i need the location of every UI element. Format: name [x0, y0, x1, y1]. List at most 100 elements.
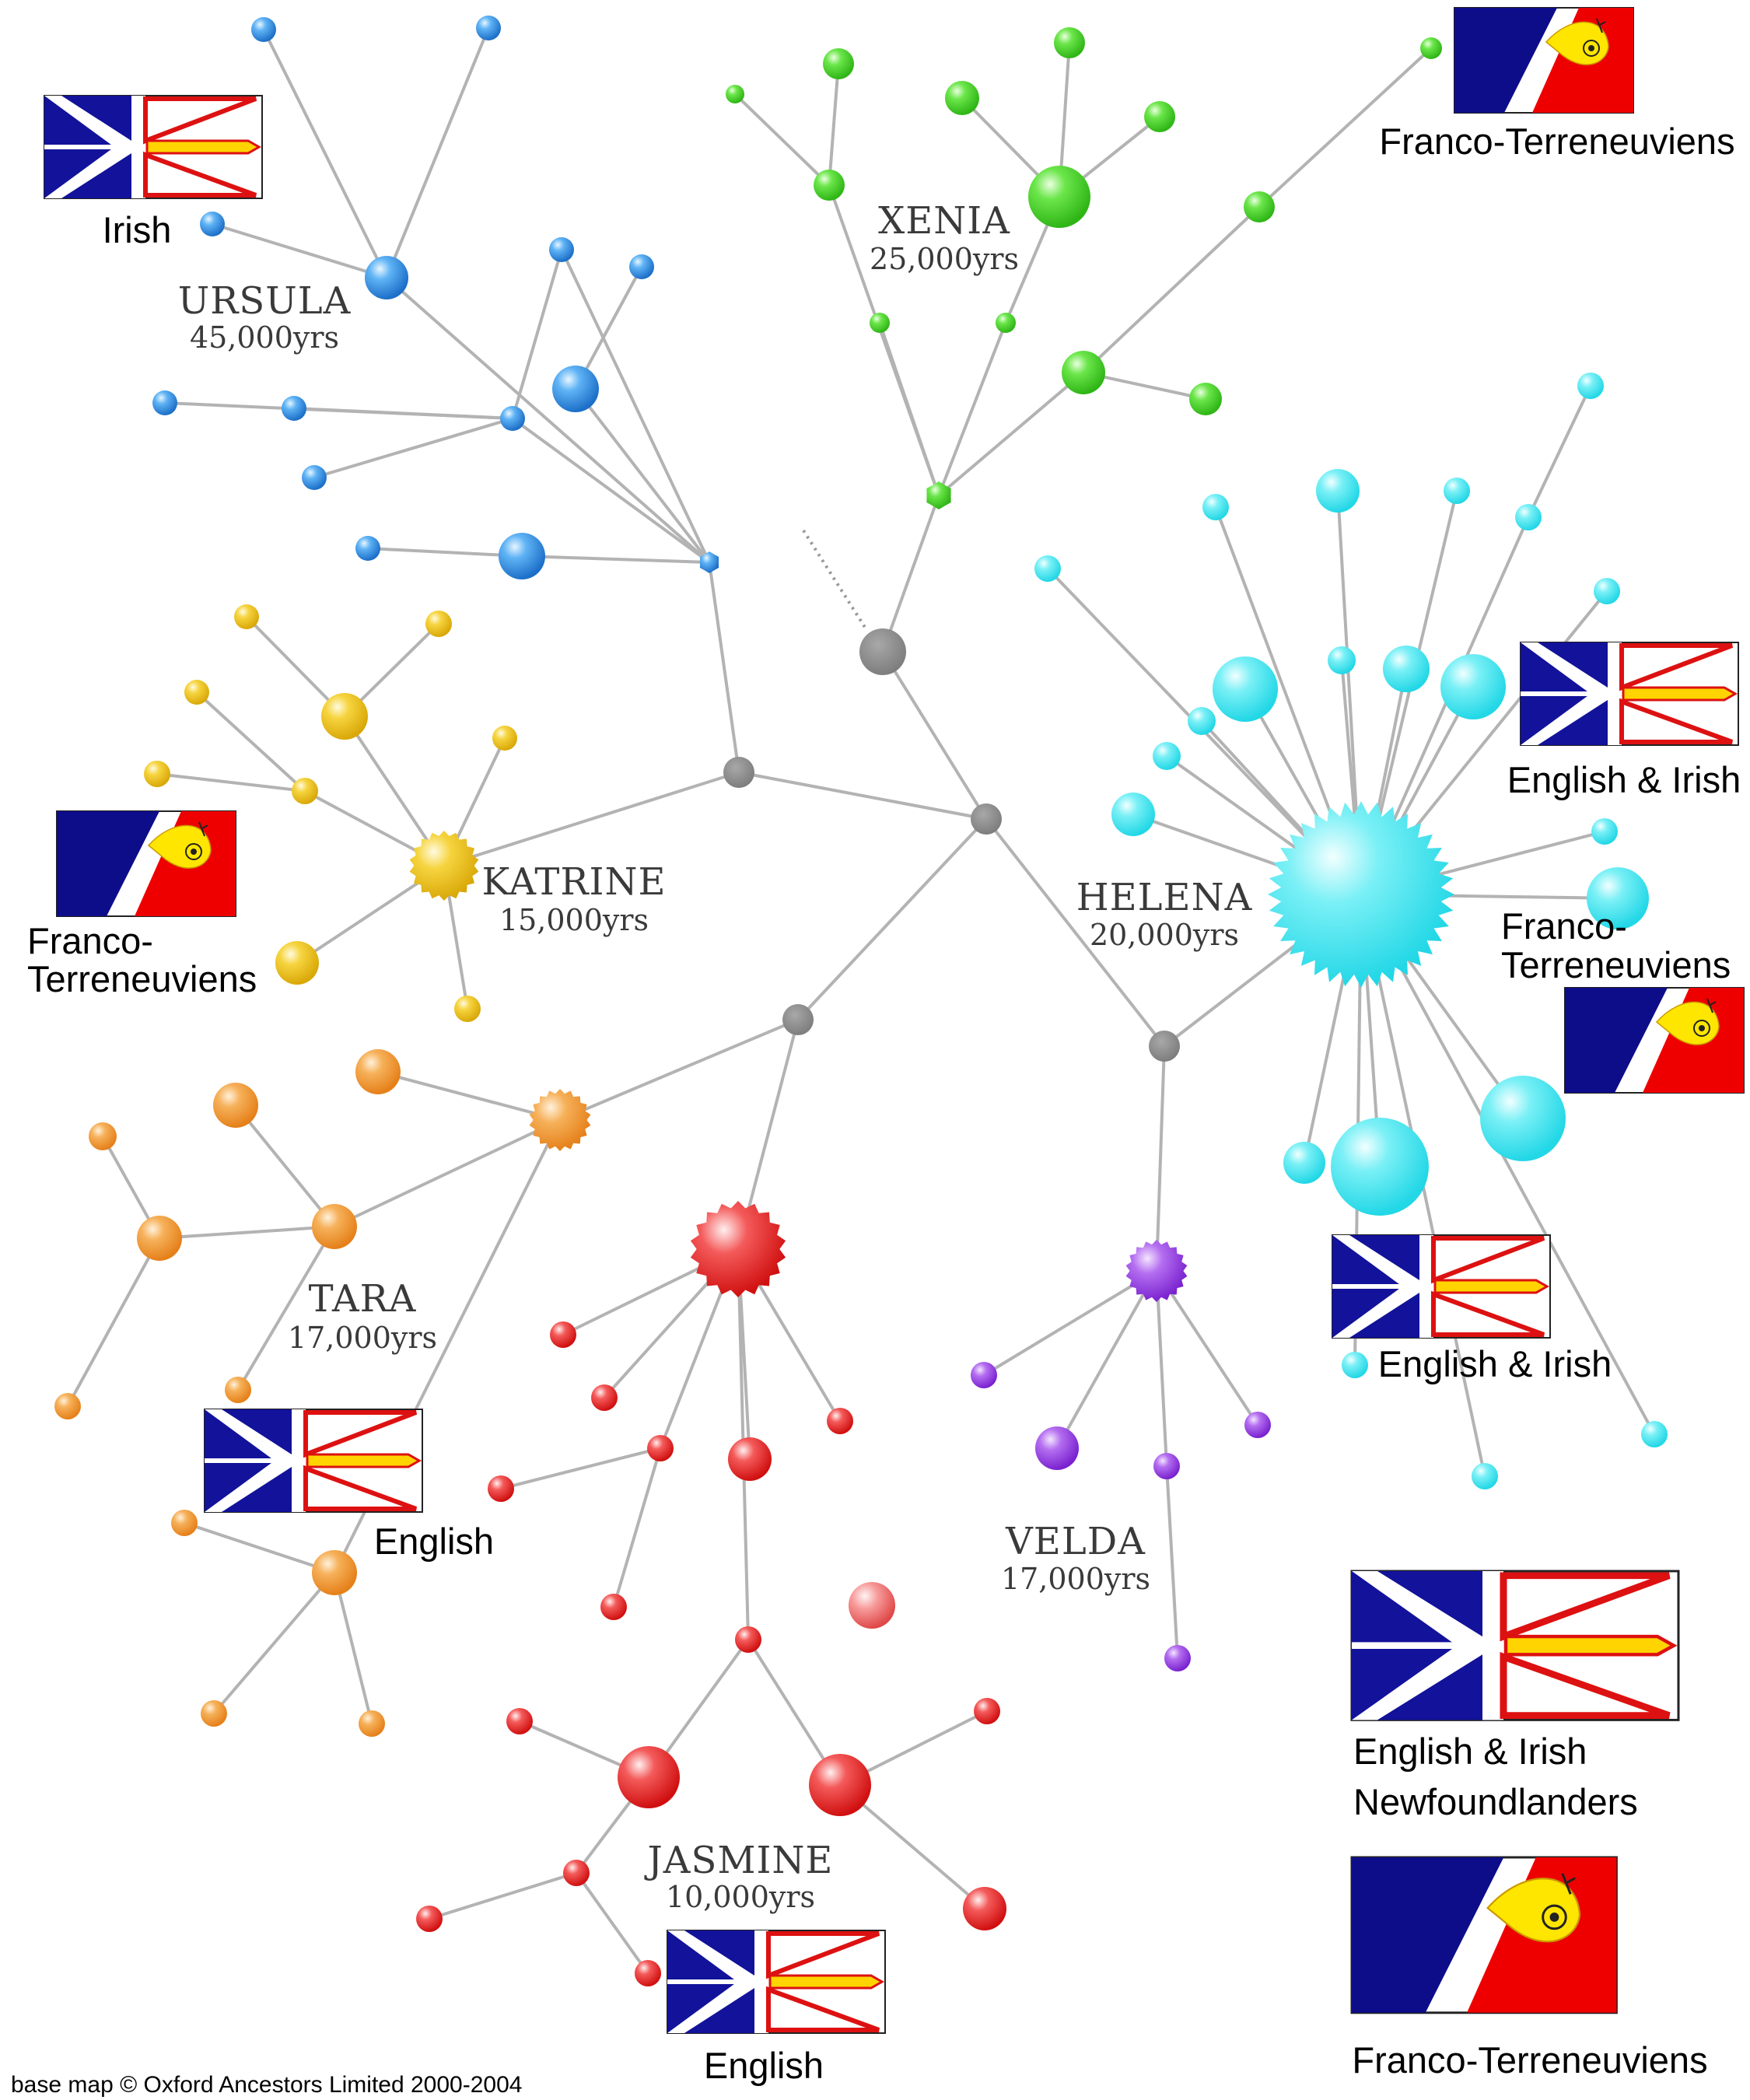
clan-node-u2: [251, 17, 276, 42]
clan-node-u8: [500, 406, 525, 431]
flag-nl-english-irish-1: English & Irish: [1507, 642, 1741, 800]
svg-text:HELENA: HELENA: [1076, 876, 1253, 919]
edge-j3-j5: [612, 1447, 662, 1608]
hub-node-h3: [971, 803, 1002, 835]
clan-node-hl7: [1444, 478, 1470, 504]
flag-nl-irish: Irish: [44, 96, 262, 250]
edge-x1-x2: [828, 63, 840, 186]
clan-node-u4: [200, 212, 225, 236]
edge-t9-t10: [212, 1571, 336, 1715]
legend-nl: English & Irish Newfoundlanders: [1352, 1571, 1678, 1822]
clan-node-t11: [359, 1710, 385, 1737]
svg-text:Franco-: Franco-: [1501, 905, 1627, 947]
clan-label-katrine: KATRINE 15,000yrs: [481, 860, 666, 937]
edge-h0-hl22: [1360, 894, 1656, 1435]
edge-h3-h4: [796, 817, 988, 1021]
svg-text:English: English: [374, 1521, 494, 1562]
edge-t0-t4: [334, 1118, 561, 1228]
clan-node-u1: [365, 256, 408, 299]
svg-text:45,000yrs: 45,000yrs: [190, 320, 339, 355]
clan-node-k2: [234, 604, 259, 629]
clan-node-hl6: [1383, 646, 1430, 692]
edge-u0-u8: [511, 417, 711, 564]
svg-text:English: English: [704, 2045, 824, 2086]
clan-node-v1: [971, 1362, 997, 1388]
clan-label-velda: VELDA 17,000yrs: [1001, 1520, 1150, 1596]
svg-text:10,000yrs: 10,000yrs: [666, 1880, 815, 1914]
clan-node-x5: [996, 313, 1016, 333]
clan-node-x11: [1189, 383, 1222, 415]
edge-u0-u12: [521, 555, 710, 564]
clan-node-hl13: [1153, 742, 1181, 770]
edge-x0-x4: [878, 322, 940, 496]
edge-x12-x13: [1258, 47, 1433, 208]
edge-v3-v5: [1165, 1465, 1179, 1659]
clan-node-u12: [499, 533, 545, 579]
clan-node-hl18: [1331, 1118, 1429, 1216]
clan-node-x10: [1062, 351, 1105, 394]
svg-text:VELDA: VELDA: [1005, 1520, 1146, 1563]
clan-label-ursula: URSULA 45,000yrs: [178, 279, 352, 355]
flag-franco-helena: Franco- Terreneuviens: [1501, 905, 1745, 1094]
clan-node-k9: [454, 996, 481, 1022]
edge-t4-t5: [159, 1225, 335, 1240]
clan-node-hl16: [1587, 867, 1649, 929]
clan-node-j5: [600, 1594, 627, 1620]
edge-v0-v3: [1155, 1270, 1168, 1467]
hub-node-h4: [782, 1004, 814, 1035]
edge-h2-u0: [708, 562, 740, 773]
clan-node-t8: [171, 1510, 198, 1536]
hub-node-h1: [859, 628, 906, 675]
edge-x0-x10: [937, 371, 1085, 497]
clan-node-v3: [1153, 1453, 1180, 1479]
edge-u8-u10: [293, 407, 513, 420]
clan-node-t7: [225, 1377, 251, 1403]
edge-u1-u4: [212, 222, 387, 279]
clan-node-hl1: [1213, 656, 1278, 722]
svg-text:English & Irish: English & Irish: [1378, 1343, 1612, 1384]
clan-node-v5: [1164, 1645, 1191, 1671]
clan-node-k1: [321, 693, 368, 740]
svg-text:KATRINE: KATRINE: [481, 860, 666, 904]
network-nodes: [54, 16, 1668, 1986]
clan-node-x1: [814, 170, 845, 201]
clan-node-hl8: [1440, 654, 1506, 719]
clan-node-hl3: [1202, 494, 1229, 520]
clan-node-hl5: [1328, 646, 1356, 674]
svg-text:17,000yrs: 17,000yrs: [288, 1321, 437, 1355]
clan-node-t2: [213, 1083, 258, 1128]
legend-franco: Franco-Terreneuviens: [1350, 1856, 1708, 2081]
edge-x0-x5: [937, 322, 1007, 496]
edge-t5-t6: [66, 1237, 161, 1407]
edge-h4-t0: [559, 1018, 799, 1122]
edge-u12-u13: [367, 547, 523, 558]
clan-node-j11: [809, 1754, 871, 1816]
clan-node-t0: [529, 1089, 591, 1151]
clan-label-jasmine: JASMINE 10,000yrs: [644, 1839, 833, 1914]
svg-text:Irish: Irish: [103, 209, 172, 250]
flag-nl-english-jasmine: English: [667, 1930, 885, 2086]
svg-text:URSULA: URSULA: [178, 279, 352, 323]
edge-h1-x0: [881, 495, 940, 653]
svg-text:15,000yrs: 15,000yrs: [499, 903, 649, 937]
edge-u0-u5: [574, 387, 711, 564]
edge-u8-u11: [313, 417, 513, 479]
clan-node-j12: [506, 1708, 533, 1734]
clan-node-k6: [292, 778, 318, 804]
clan-node-hl15: [1591, 818, 1618, 845]
clan-node-j8: [849, 1582, 895, 1629]
clan-node-k7: [492, 726, 517, 751]
svg-text:English & Irish: English & Irish: [1353, 1731, 1587, 1772]
clan-node-v4: [1244, 1412, 1271, 1438]
edge-j3-j4: [500, 1447, 661, 1490]
clan-node-k8: [275, 941, 319, 985]
clan-node-t1: [355, 1049, 401, 1094]
edge-u1-u2: [262, 29, 388, 278]
edge-j13-j14: [429, 1871, 577, 1920]
edge-h5-v0: [1155, 1045, 1166, 1272]
edge-v0-v1: [982, 1269, 1158, 1377]
svg-text:Terreneuviens: Terreneuviens: [1501, 944, 1731, 985]
edge-t4-t7: [236, 1225, 336, 1391]
svg-text:Terreneuviens: Terreneuviens: [27, 958, 257, 999]
clan-node-x12: [1244, 191, 1275, 222]
